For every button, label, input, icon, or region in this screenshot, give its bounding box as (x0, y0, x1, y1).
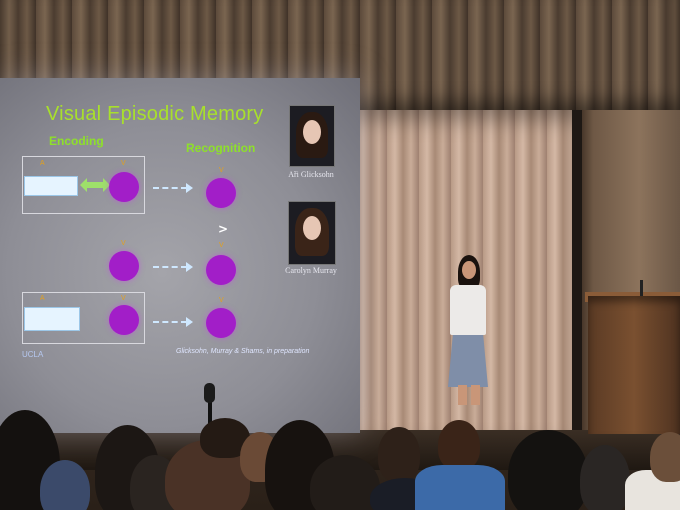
stage-pillar (572, 110, 582, 430)
audience-member (650, 432, 680, 482)
recognition-label: Recognition (186, 141, 256, 155)
visual-tag: V (219, 297, 224, 304)
portrait-caption: Carolyn Murray (285, 266, 337, 275)
citation: Glicksohn, Murray & Shams, in preparatio… (176, 348, 310, 355)
podium-mic (640, 280, 643, 296)
microphone-stand (208, 385, 212, 431)
slide-title: Visual Episodic Memory (46, 103, 264, 125)
visual-tag: V (121, 160, 126, 167)
visual-stimulus-circle (109, 251, 139, 281)
researcher-portrait (289, 105, 335, 167)
recognition-circle (206, 308, 236, 338)
portrait-caption: Aři Glicksohn (288, 170, 334, 179)
audience-member (40, 460, 90, 510)
visual-tag: V (121, 295, 126, 302)
arrow-head-icon (186, 183, 193, 193)
visual-tag: V (121, 240, 126, 247)
recognition-circle (206, 178, 236, 208)
sound-clip-thumbnail (24, 307, 80, 331)
speaker (444, 255, 494, 405)
greater-than-sign: > (218, 222, 229, 236)
recognition-circle (206, 255, 236, 285)
visual-tag: V (219, 242, 224, 249)
audio-tag: A (40, 295, 45, 302)
arrow-head-icon (186, 317, 193, 327)
audio-tag: A (40, 160, 45, 167)
audience-member (415, 465, 505, 510)
audience-member (580, 445, 630, 510)
double-arrow-icon (80, 178, 110, 192)
researcher-portrait (288, 201, 336, 265)
visual-tag: V (219, 167, 224, 174)
sound-clip-thumbnail (24, 176, 78, 196)
audience-member (310, 455, 380, 510)
dashed-arrow (153, 266, 187, 268)
encoding-label: Encoding (49, 134, 104, 148)
audience-member (508, 430, 588, 510)
audience-member (378, 427, 420, 482)
microphone-icon (204, 383, 215, 403)
encoding-box-audiovisual (22, 156, 145, 214)
arrow-head-icon (186, 262, 193, 272)
dashed-arrow (153, 187, 187, 189)
encoding-box-audiovisual (22, 292, 145, 344)
visual-stimulus-circle (109, 305, 139, 335)
podium (588, 296, 680, 434)
university-logo: UCLA (22, 350, 44, 359)
dashed-arrow (153, 321, 187, 323)
visual-stimulus-circle (109, 172, 139, 202)
audience-member (438, 420, 480, 470)
